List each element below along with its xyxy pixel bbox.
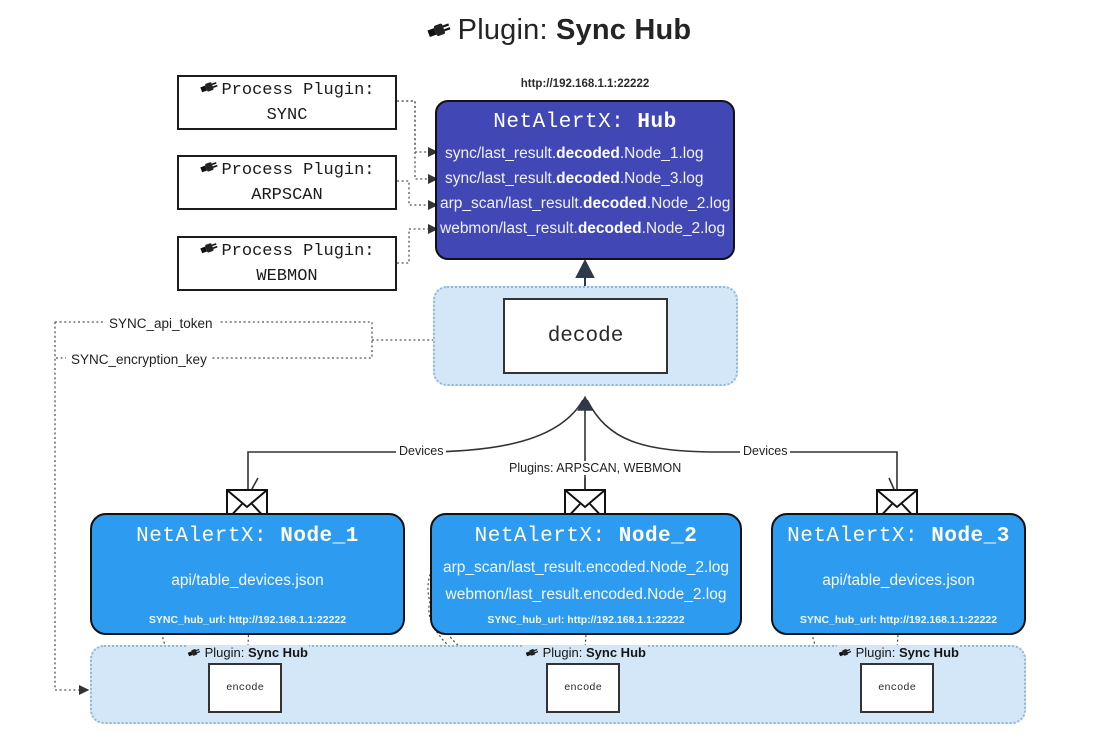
hub-log-pre: arp_scan/last_result. <box>440 195 584 213</box>
encoder-plugin-name: Sync Hub <box>899 645 959 660</box>
encode-box-node-1[interactable]: encode <box>208 663 282 713</box>
plug-icon <box>838 645 856 660</box>
hub-box[interactable]: NetAlertX: Hub sync/last_result.decoded.… <box>435 100 735 260</box>
hub-log-pre: sync/last_result. <box>445 170 557 188</box>
hub-log-post: .Node_2.log <box>646 195 731 213</box>
encoder-plugin-label-3: Plugin: Sync Hub <box>837 645 960 660</box>
hub-title: NetAlertX: Hub <box>437 111 733 134</box>
hub-log-pre: sync/last_result. <box>445 145 557 162</box>
process-plugin-header: Process Plugin: <box>221 161 375 181</box>
plug-icon <box>199 78 219 104</box>
hub-log-post: .Node_2.log <box>641 220 726 238</box>
node-hub-url: SYNC_hub_url: http://192.168.1.1:22222 <box>487 614 685 626</box>
encoder-plugin-label-1: Plugin: Sync Hub <box>186 645 309 660</box>
hub-log-post: .Node_3.log <box>619 170 704 188</box>
process-plugin-name: ARPSCAN <box>251 186 323 205</box>
node-1-box[interactable]: NetAlertX: Node_1 api/table_devices.json… <box>90 513 405 635</box>
node-title-name: Node_1 <box>280 525 359 548</box>
node-3-box[interactable]: NetAlertX: Node_3 api/table_devices.json… <box>771 513 1026 635</box>
process-plugin-sync-box[interactable]: Process Plugin: SYNC <box>177 75 397 130</box>
process-plugin-name: WEBMON <box>256 267 318 286</box>
encoder-plugin-label-2: Plugin: Sync Hub <box>524 645 647 660</box>
hub-log-mid: decoded <box>556 170 620 188</box>
process-plugin-header: Process Plugin: <box>221 81 375 101</box>
node-title: NetAlertX: Node_1 <box>136 525 359 548</box>
plug-icon <box>426 17 452 50</box>
decode-box[interactable]: decode <box>503 298 668 374</box>
hub-log-mid: decoded <box>577 220 642 238</box>
node-title-prefix: NetAlertX: <box>787 525 919 548</box>
node-line: api/table_devices.json <box>171 572 324 590</box>
encoder-plugin-prefix: Plugin: <box>204 645 245 660</box>
plug-icon <box>199 239 219 265</box>
encode-box-node-2[interactable]: encode <box>546 663 620 713</box>
plugins-center-label: Plugins: ARPSCAN, WEBMON <box>506 461 685 475</box>
hub-log-line-1: sync/last_result.decoded.Node_1.log <box>437 141 733 166</box>
sync-encryption-key-label: SYNC_encryption_key <box>66 352 212 367</box>
process-plugin-name: SYNC <box>266 106 308 125</box>
node-title: NetAlertX: Node_2 <box>475 525 698 548</box>
process-plugin-arpscan-box[interactable]: Process Plugin: ARPSCAN <box>177 155 397 210</box>
encoder-plugin-name: Sync Hub <box>586 645 646 660</box>
node-line: arp_scan/last_result.encoded.Node_2.log <box>442 558 730 576</box>
node-hub-url: SYNC_hub_url: http://192.168.1.1:22222 <box>799 614 998 626</box>
process-plugin-header: Process Plugin: <box>221 242 375 262</box>
devices-right-label: Devices <box>740 444 791 458</box>
encoder-plugin-prefix: Plugin: <box>855 645 896 660</box>
hub-log-line-2: sync/last_result.decoded.Node_3.log <box>437 166 733 191</box>
hub-log-line-3: arp_scan/last_result.decoded.Node_2.log <box>437 191 733 216</box>
encoder-plugin-prefix: Plugin: <box>542 645 583 660</box>
node-2-box[interactable]: NetAlertX: Node_2 arp_scan/last_result.e… <box>430 513 742 635</box>
node-hub-url: SYNC_hub_url: http://192.168.1.1:22222 <box>148 614 347 626</box>
devices-left-label: Devices <box>396 444 447 458</box>
page-title-name: Sync Hub <box>556 14 692 46</box>
hub-log-line-4: webmon/last_result.decoded.Node_2.log <box>437 216 733 241</box>
node-title: NetAlertX: Node_3 <box>787 525 1010 548</box>
hub-log-mid: decoded <box>583 195 647 213</box>
node-title-prefix: NetAlertX: <box>136 525 268 548</box>
hub-title-name: Hub <box>637 111 677 134</box>
process-plugin-webmon-box[interactable]: Process Plugin: WEBMON <box>177 236 397 291</box>
plug-icon <box>199 158 219 184</box>
encoder-plugin-name: Sync Hub <box>248 645 308 660</box>
sync-api-token-label: SYNC_api_token <box>104 316 218 331</box>
page-title: Plugin: Sync Hub <box>0 14 1117 50</box>
node-line: webmon/last_result.encoded.Node_2.log <box>445 586 727 603</box>
plug-icon <box>525 645 543 660</box>
node-title-prefix: NetAlertX: <box>474 525 606 548</box>
hub-title-prefix: NetAlertX: <box>493 111 625 134</box>
node-title-name: Node_2 <box>618 525 698 548</box>
hub-log-mid: decoded <box>556 145 620 162</box>
hub-log-post: .Node_1.log <box>619 145 704 162</box>
node-title-name: Node_3 <box>931 525 1010 548</box>
hub-log-pre: webmon/last_result. <box>440 220 578 238</box>
page-title-prefix: Plugin: <box>457 14 548 46</box>
hub-url-label: http://192.168.1.1:22222 <box>520 78 650 90</box>
encode-box-node-3[interactable]: encode <box>860 663 934 713</box>
plug-icon <box>187 645 205 660</box>
node-line: api/table_devices.json <box>822 572 975 590</box>
